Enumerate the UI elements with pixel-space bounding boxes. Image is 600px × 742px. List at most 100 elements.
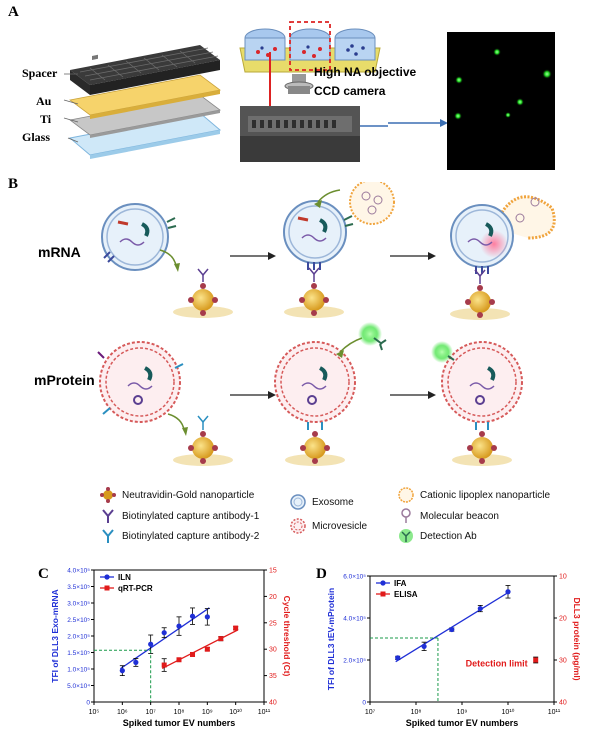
layer-label-spacer: Spacer bbox=[22, 66, 58, 80]
arrow-to-fluorescence bbox=[388, 119, 448, 127]
fit-line-iln bbox=[119, 607, 210, 670]
y-tick-label: 3.5×10⁵ bbox=[67, 584, 90, 591]
y-tick-label: 0 bbox=[362, 700, 366, 707]
legend-marker bbox=[380, 591, 386, 597]
data-point-ifa bbox=[449, 626, 455, 633]
y2-tick-label: 35 bbox=[269, 673, 277, 680]
legend-marker bbox=[104, 574, 110, 580]
gold-particle-row2-a bbox=[173, 415, 233, 466]
y-tick-label: 2.0×10⁵ bbox=[343, 658, 366, 665]
fluorescence-image bbox=[447, 32, 555, 170]
microscope-setup-illustration bbox=[239, 21, 388, 162]
data-point-iln bbox=[204, 614, 210, 620]
x-tick-label: 10⁷ bbox=[146, 709, 157, 716]
data-point-ifa bbox=[477, 605, 483, 612]
legend-label-ifa: IFA bbox=[394, 579, 407, 588]
fit-line-qrt-pcr bbox=[161, 629, 238, 669]
data-point-qrt-pcr bbox=[176, 657, 182, 663]
legend-microvesicle: Microvesicle bbox=[290, 518, 367, 534]
gold-particle-row2-c bbox=[452, 431, 512, 466]
legend-exosome: Exosome bbox=[290, 494, 354, 510]
chip-layers-illustration bbox=[63, 45, 222, 159]
exosome-icon bbox=[290, 494, 306, 510]
detection-ab-icon bbox=[398, 528, 414, 544]
data-point-qrt-pcr bbox=[204, 646, 210, 652]
data-point-iln bbox=[133, 659, 139, 665]
x-tick-label: 10⁹ bbox=[202, 709, 213, 716]
y-tick-label: 2.5×10⁵ bbox=[67, 617, 90, 624]
x-tick-label: 10¹¹ bbox=[258, 709, 271, 716]
legend-label: Molecular beacon bbox=[420, 510, 499, 522]
y2-tick-label: 10 bbox=[559, 574, 567, 581]
lipoplex-nanoparticle bbox=[349, 182, 395, 225]
molecular-beacon-icon bbox=[398, 508, 414, 524]
gold-particle-row1-a bbox=[173, 268, 233, 318]
x-tick-label: 10⁶ bbox=[117, 709, 128, 716]
panel-label-a: A bbox=[8, 4, 19, 20]
microvesicle-step-2 bbox=[274, 337, 363, 430]
microvesicle-step-1 bbox=[97, 341, 184, 423]
x-tick-label: 10¹¹ bbox=[548, 709, 561, 716]
legend-label-iln: ILN bbox=[118, 573, 131, 582]
y2-tick-label: 30 bbox=[269, 647, 277, 654]
microvesicle-icon bbox=[290, 518, 306, 534]
y-tick-label: 4.0×10⁵ bbox=[343, 616, 366, 623]
legend-antibody-1: Biotinylated capture antibody-1 bbox=[100, 508, 259, 524]
y2-tick-label: 40 bbox=[559, 700, 567, 707]
x-tick-label: 10¹⁰ bbox=[502, 708, 515, 716]
data-point-ifa bbox=[421, 643, 427, 649]
layer-label-glass: Glass bbox=[22, 130, 51, 144]
exosome-step-1 bbox=[101, 203, 177, 271]
data-point-qrt-pcr bbox=[190, 651, 196, 657]
legend-marker bbox=[380, 580, 386, 586]
legend-label: Biotinylated capture antibody-2 bbox=[122, 530, 260, 542]
layer-label-ti: Ti bbox=[40, 112, 52, 126]
x-tick-label: 10⁹ bbox=[457, 709, 468, 716]
x-tick-label: 10¹⁰ bbox=[229, 708, 242, 716]
y-tick-label: 0 bbox=[86, 700, 90, 707]
legend-gold-nanoparticle: Neutravidin-Gold nanoparticle bbox=[100, 487, 254, 503]
y-axis-label: TFI of DLL3 tEV-mProtein bbox=[326, 588, 336, 690]
y2-tick-label: 40 bbox=[269, 700, 277, 707]
panel-label-b: B bbox=[8, 176, 19, 192]
y2-tick-label: 20 bbox=[269, 594, 277, 601]
legend-marker bbox=[104, 585, 110, 591]
gold-particle-row1-c bbox=[450, 269, 510, 320]
legend-label-elisa: ELISA bbox=[394, 590, 418, 599]
legend-detection-ab: Detection Ab bbox=[398, 528, 477, 544]
camera-label: CCD camera bbox=[314, 84, 386, 98]
legend-antibody-2: Biotinylated capture antibody-2 bbox=[100, 528, 259, 544]
data-point-qrt-pcr bbox=[161, 662, 167, 668]
x-axis-label: Spiked tumor EV numbers bbox=[406, 718, 519, 728]
gold-nanoparticle-icon bbox=[100, 487, 116, 503]
y-tick-label: 5.0×10⁴ bbox=[67, 683, 90, 690]
antibody-2-icon bbox=[100, 528, 116, 544]
y-tick-label: 6.0×10⁵ bbox=[343, 574, 366, 581]
y-tick-label: 3.0×10⁵ bbox=[67, 601, 90, 608]
legend-label: Neutravidin-Gold nanoparticle bbox=[122, 489, 255, 501]
y2-axis-label: DLL3 protein (pg/ml) bbox=[572, 597, 582, 680]
exosome-step-3 bbox=[450, 195, 556, 274]
data-point-qrt-pcr bbox=[218, 636, 224, 642]
y-tick-label: 2.0×10⁵ bbox=[67, 634, 90, 641]
gold-particle-row1-b bbox=[284, 267, 344, 318]
fit-line-ifa bbox=[395, 590, 511, 663]
data-point-elisa bbox=[533, 657, 539, 663]
y2-tick-label: 20 bbox=[559, 616, 567, 623]
x-tick-label: 10⁵ bbox=[89, 709, 100, 716]
data-point-ifa bbox=[395, 655, 401, 661]
y-tick-label: 4.0×10⁵ bbox=[67, 568, 90, 575]
y2-tick-label: 30 bbox=[559, 658, 567, 665]
y2-axis-label: Cycle threshold (Ct) bbox=[282, 596, 292, 677]
objective-label: High NA objective bbox=[314, 65, 417, 79]
layer-label-au: Au bbox=[36, 94, 52, 108]
panel-label-c: C bbox=[38, 566, 49, 582]
data-point-iln bbox=[119, 668, 125, 674]
data-point-ifa bbox=[505, 589, 511, 595]
legend-label: Cationic lipoplex nanoparticle bbox=[420, 489, 551, 501]
x-axis-label: Spiked tumor EV numbers bbox=[123, 718, 236, 728]
antibody-1-icon bbox=[100, 508, 116, 524]
detection-limit-annotation: Detection limit bbox=[466, 659, 528, 669]
exosome-step-2 bbox=[283, 189, 354, 270]
